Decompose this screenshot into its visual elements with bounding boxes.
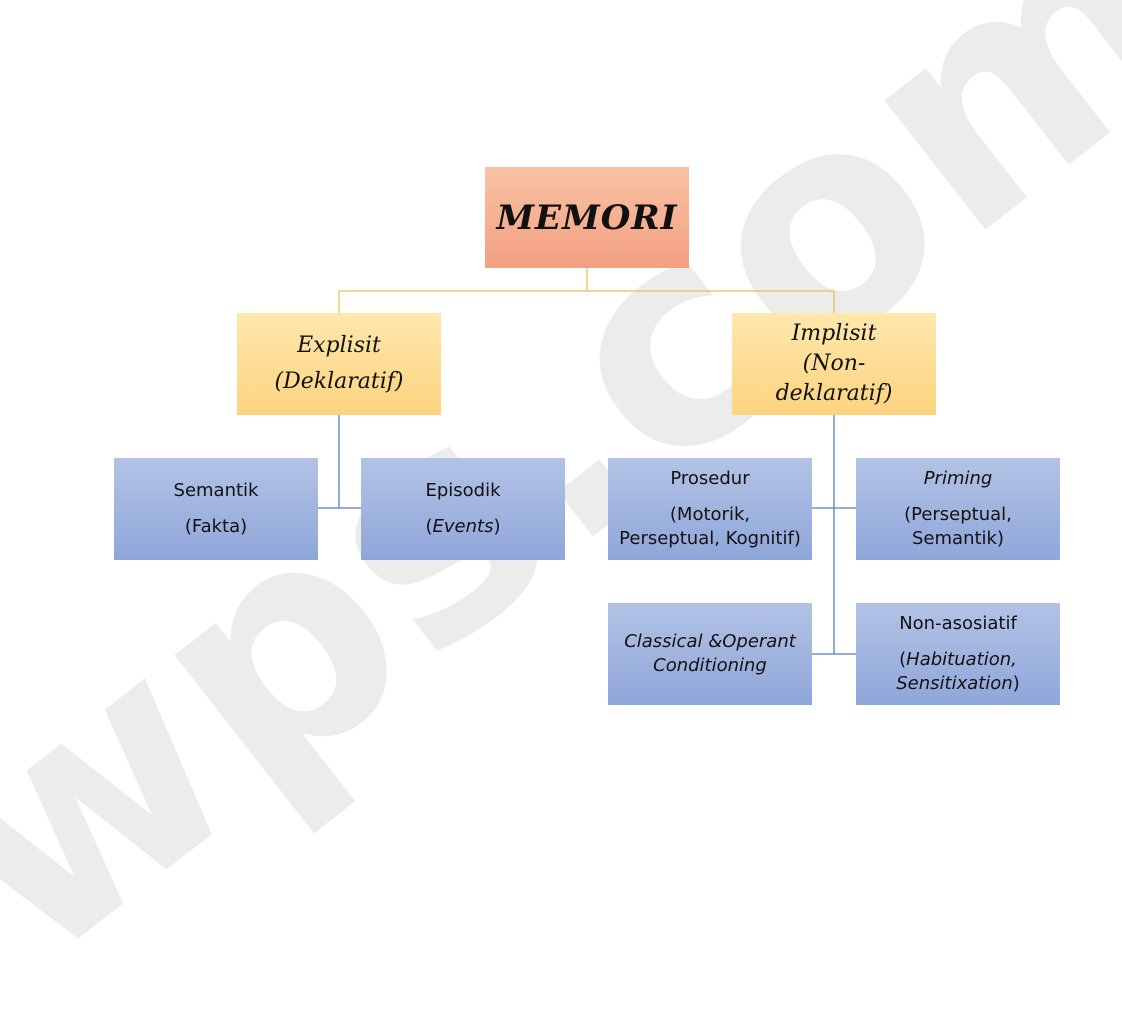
node-episodik: Episodik (Events) — [361, 458, 565, 560]
node-semantik-title: Semantik — [173, 480, 259, 501]
node-explicit-line2: (Deklaratif) — [274, 369, 404, 394]
node-implicit: Implisit (Non- deklaratif) — [732, 313, 936, 415]
node-classical-line1: Classical &Operant — [624, 631, 796, 652]
node-implicit-line1: Implisit — [791, 321, 877, 346]
node-priming-sub2: Semantik) — [912, 528, 1004, 549]
node-explicit: Explisit (Deklaratif) — [237, 313, 441, 415]
node-priming-sub1: (Perseptual, — [904, 504, 1012, 525]
node-episodik-paren-close: ) — [493, 516, 501, 537]
node-classical-operant: Classical &Operant Conditioning — [608, 603, 812, 705]
node-nonasosiatif-sensitixation: Sensitixation — [896, 673, 1013, 694]
node-memori: MEMORI — [485, 167, 689, 268]
node-episodik-paren-open: ( — [425, 516, 433, 537]
node-nonasosiatif-sub2: Sensitixation) — [896, 672, 1020, 696]
node-implicit-line2: (Non- — [802, 351, 866, 376]
node-nonasosiatif-paren-open: ( — [899, 649, 907, 670]
node-priming: Priming (Perseptual, Semantik) — [856, 458, 1060, 560]
node-nonasosiatif-habituation: Habituation, — [906, 649, 1017, 670]
node-nonasosiatif-sub1: (Habituation, — [899, 648, 1017, 672]
node-classical-line2: Conditioning — [653, 655, 767, 676]
node-nonasosiatif-paren-close: ) — [1012, 673, 1020, 694]
node-episodik-events: Events — [432, 516, 494, 537]
node-semantik-sub: (Fakta) — [184, 516, 248, 537]
node-priming-title: Priming — [923, 468, 993, 489]
node-prosedur-sub1: (Motorik, — [669, 504, 751, 525]
node-episodik-sub: (Events) — [425, 515, 500, 539]
node-nonasosiatif-title: Non-asosiatif — [899, 613, 1017, 634]
node-prosedur-title: Prosedur — [670, 468, 750, 489]
node-prosedur: Prosedur (Motorik, Perseptual, Kognitif) — [608, 458, 812, 560]
node-semantik: Semantik (Fakta) — [114, 458, 318, 560]
node-nonasosiatif: Non-asosiatif (Habituation, Sensitixatio… — [856, 603, 1060, 705]
node-memori-label: MEMORI — [496, 197, 678, 238]
node-explicit-line1: Explisit — [297, 333, 381, 358]
connectors-leaves — [317, 414, 856, 655]
node-implicit-line3: deklaratif) — [775, 381, 893, 406]
node-prosedur-sub2: Perseptual, Kognitif) — [619, 528, 801, 549]
node-episodik-title: Episodik — [425, 480, 501, 501]
connectors-root — [338, 268, 835, 313]
connector-lines — [317, 268, 856, 655]
